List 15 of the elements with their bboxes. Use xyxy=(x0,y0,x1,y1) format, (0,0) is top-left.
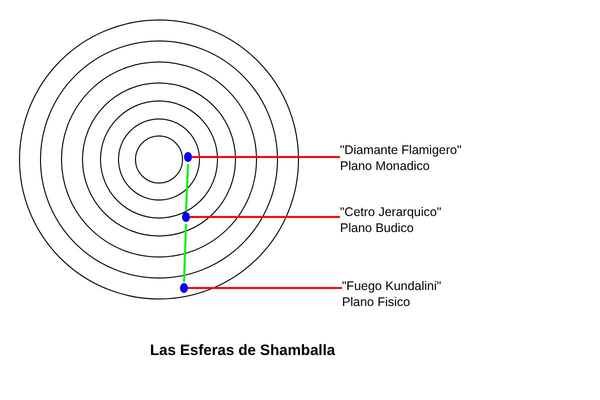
plane-name: Plano Monadico xyxy=(340,158,430,174)
leader-line xyxy=(190,216,340,218)
leader-line xyxy=(188,287,342,289)
connector-line xyxy=(183,224,187,282)
point-marker xyxy=(180,283,188,293)
sphere-name: "Diamante Flamigero" xyxy=(340,142,462,158)
plane-name: Plano Budico xyxy=(340,220,414,236)
leader-line xyxy=(192,156,340,158)
diagram-title: Las Esferas de Shamballa xyxy=(150,342,336,359)
point-marker xyxy=(184,152,192,162)
sphere-name: "Cetro Jerarquico" xyxy=(340,204,442,220)
plane-name: Plano Fisico xyxy=(342,294,410,310)
connector-line xyxy=(185,164,189,212)
sphere-name: "Fuego Kundalini" xyxy=(342,278,442,294)
point-marker xyxy=(182,212,190,222)
